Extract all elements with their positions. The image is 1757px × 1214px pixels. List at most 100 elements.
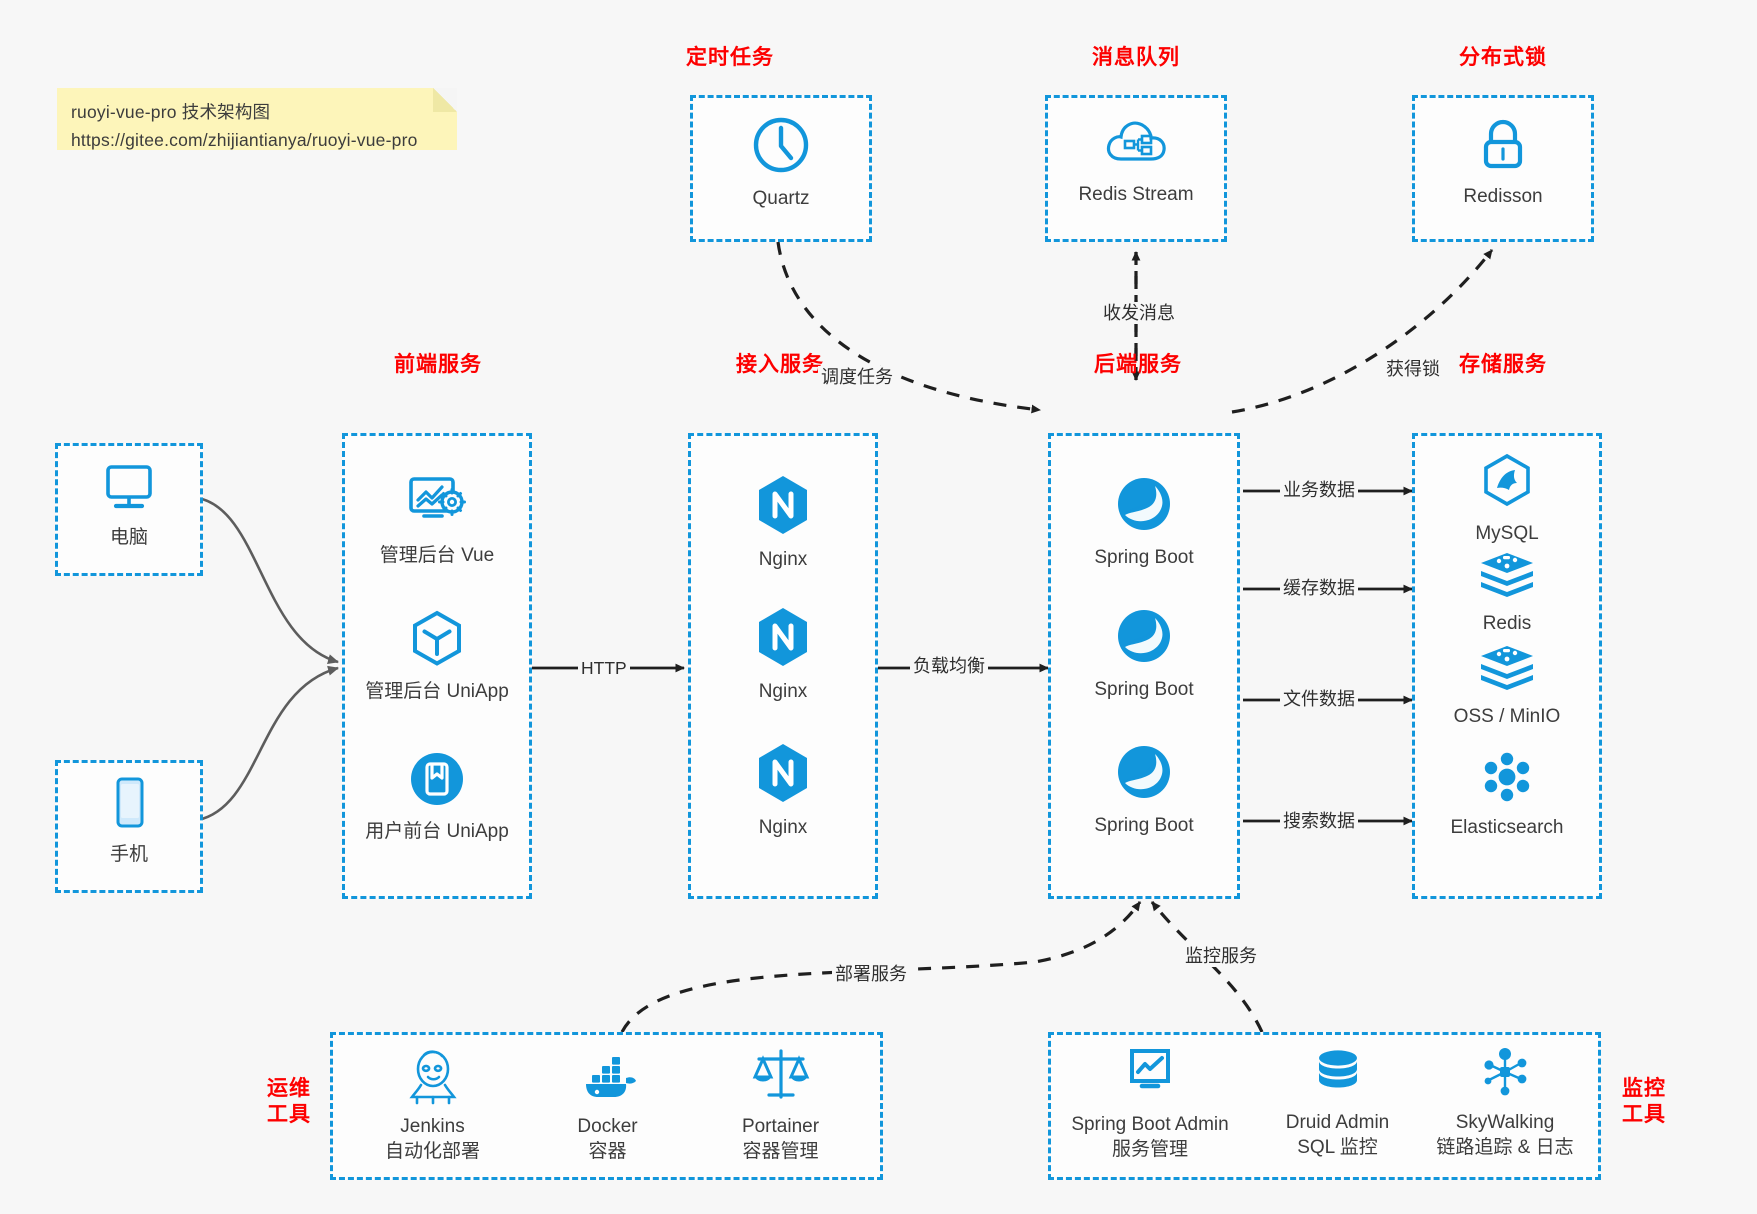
group-title-devops-line1: 运维 xyxy=(267,1077,311,1100)
group-title-distributed-lock: 分布式锁 xyxy=(1459,46,1547,69)
node-sublabel: 容器 xyxy=(588,1141,627,1162)
node-quartz[interactable]: Quartz xyxy=(690,113,872,211)
node-sublabel: SQL 监控 xyxy=(1297,1137,1378,1158)
node-desktop[interactable]: 电脑 xyxy=(55,460,203,550)
dashboard-vue-icon xyxy=(402,472,472,539)
node-sublabel: 自动化部署 xyxy=(384,1141,480,1162)
node-redisson[interactable]: Redisson xyxy=(1412,113,1594,209)
edge-label-load-balance: 负载均衡 xyxy=(910,655,988,677)
node-label: SkyWalking xyxy=(1455,1112,1555,1133)
node-label: Portainer xyxy=(741,1116,820,1137)
node-mobile[interactable]: 手机 xyxy=(55,775,203,867)
group-title-monitor-line1: 监控 xyxy=(1622,1077,1666,1100)
node-label: Spring Boot Admin xyxy=(1071,1114,1229,1135)
clock-icon xyxy=(749,113,813,182)
node-label: Jenkins xyxy=(400,1116,465,1137)
database-icon xyxy=(1309,1045,1367,1106)
monitor-screen-icon xyxy=(1119,1045,1181,1108)
node-label: 管理后台 Vue xyxy=(379,545,495,566)
group-title-frontend: 前端服务 xyxy=(394,353,482,376)
docker-icon xyxy=(576,1045,640,1110)
node-admin-vue[interactable]: 管理后台 Vue xyxy=(342,472,532,568)
group-title-backend: 后端服务 xyxy=(1094,353,1182,376)
edge-label-file-data: 文件数据 xyxy=(1280,688,1358,710)
node-portainer[interactable]: Portainer 容器管理 xyxy=(693,1045,868,1165)
nginx-icon xyxy=(752,604,814,675)
node-label: Druid Admin xyxy=(1285,1112,1390,1133)
node-sublabel: 容器管理 xyxy=(742,1141,819,1162)
elasticsearch-icon xyxy=(1478,748,1536,811)
spring-boot-icon xyxy=(1112,604,1176,673)
edge-label-acquire-lock: 获得锁 xyxy=(1383,358,1443,380)
node-label: 电脑 xyxy=(109,527,148,548)
uniapp-round-icon xyxy=(406,748,468,815)
node-label: 管理后台 UniApp xyxy=(365,681,509,702)
node-elasticsearch[interactable]: Elasticsearch xyxy=(1412,748,1602,840)
node-docker[interactable]: Docker 容器 xyxy=(520,1045,695,1165)
note-line-1: ruoyi-vue-pro 技术架构图 xyxy=(71,102,271,122)
node-user-uniapp[interactable]: 用户前台 UniApp xyxy=(342,748,532,844)
node-mysql[interactable]: MySQL xyxy=(1412,452,1602,546)
group-title-gateway: 接入服务 xyxy=(736,353,824,376)
node-nginx-1[interactable]: Nginx xyxy=(688,472,878,572)
portainer-icon xyxy=(749,1045,813,1110)
nginx-icon xyxy=(752,740,814,811)
group-title-monitor: 监控 工具 xyxy=(1613,1076,1675,1128)
node-label: Spring Boot xyxy=(1094,547,1194,568)
node-spring-boot-3[interactable]: Spring Boot xyxy=(1048,740,1240,838)
node-redis[interactable]: Redis xyxy=(1412,550,1602,636)
node-label: 手机 xyxy=(109,844,148,865)
edge-label-send-receive-message: 收发消息 xyxy=(1100,302,1178,324)
node-oss-minio[interactable]: OSS / MinIO xyxy=(1412,643,1602,729)
spring-boot-icon xyxy=(1112,472,1176,541)
group-title-storage: 存储服务 xyxy=(1459,353,1547,376)
oss-minio-icon xyxy=(1477,643,1537,700)
group-title-message-queue: 消息队列 xyxy=(1092,46,1180,69)
node-nginx-3[interactable]: Nginx xyxy=(688,740,878,840)
cloud-stream-icon xyxy=(1104,113,1168,178)
edge-label-monitor-service: 监控服务 xyxy=(1182,945,1260,967)
node-label: 用户前台 UniApp xyxy=(365,821,509,842)
diagram-note: ruoyi-vue-pro 技术架构图 https://gitee.com/zh… xyxy=(57,88,457,150)
group-title-devops-line2: 工具 xyxy=(267,1103,311,1126)
spring-boot-icon xyxy=(1112,740,1176,809)
jenkins-icon xyxy=(404,1045,462,1110)
node-admin-uniapp[interactable]: 管理后台 UniApp xyxy=(342,608,532,704)
node-label: Nginx xyxy=(758,681,808,702)
node-label: Nginx xyxy=(758,549,808,570)
skywalking-icon xyxy=(1476,1045,1534,1106)
edge-label-deploy-service: 部署服务 xyxy=(832,963,910,985)
group-title-scheduled-task: 定时任务 xyxy=(686,46,774,69)
edge-label-business-data: 业务数据 xyxy=(1280,479,1358,501)
node-label: Spring Boot xyxy=(1094,815,1194,836)
nginx-icon xyxy=(752,472,814,543)
lock-icon xyxy=(1472,113,1534,180)
node-label: Quartz xyxy=(752,188,810,209)
node-druid-admin[interactable]: Druid Admin SQL 监控 xyxy=(1250,1045,1425,1161)
node-sublabel: 服务管理 xyxy=(1111,1139,1188,1160)
uniapp-hex-icon xyxy=(406,608,468,675)
node-label: OSS / MinIO xyxy=(1453,706,1561,727)
node-skywalking[interactable]: SkyWalking 链路追踪 & 日志 xyxy=(1415,1045,1595,1161)
node-label: Elasticsearch xyxy=(1450,817,1564,838)
group-box-message-queue xyxy=(1045,95,1227,242)
node-jenkins[interactable]: Jenkins 自动化部署 xyxy=(345,1045,520,1165)
note-foldcorner-icon xyxy=(433,88,457,112)
node-spring-boot-1[interactable]: Spring Boot xyxy=(1048,472,1240,570)
node-spring-boot-2[interactable]: Spring Boot xyxy=(1048,604,1240,702)
node-label: Spring Boot xyxy=(1094,679,1194,700)
node-label: Redis xyxy=(1482,613,1532,634)
node-sublabel: 链路追踪 & 日志 xyxy=(1436,1137,1574,1158)
node-nginx-2[interactable]: Nginx xyxy=(688,604,878,704)
node-label: Redisson xyxy=(1463,186,1543,207)
edge-label-http: HTTP xyxy=(578,657,630,679)
mobile-icon xyxy=(102,775,156,838)
group-box-distributed-lock xyxy=(1412,95,1594,242)
node-spring-boot-admin[interactable]: Spring Boot Admin 服务管理 xyxy=(1055,1045,1245,1163)
group-title-monitor-line2: 工具 xyxy=(1622,1103,1666,1126)
edge-label-schedule-task: 调度任务 xyxy=(818,366,896,388)
mysql-icon xyxy=(1477,452,1537,517)
node-redis-stream[interactable]: Redis Stream xyxy=(1045,113,1227,207)
node-label: MySQL xyxy=(1475,523,1539,544)
